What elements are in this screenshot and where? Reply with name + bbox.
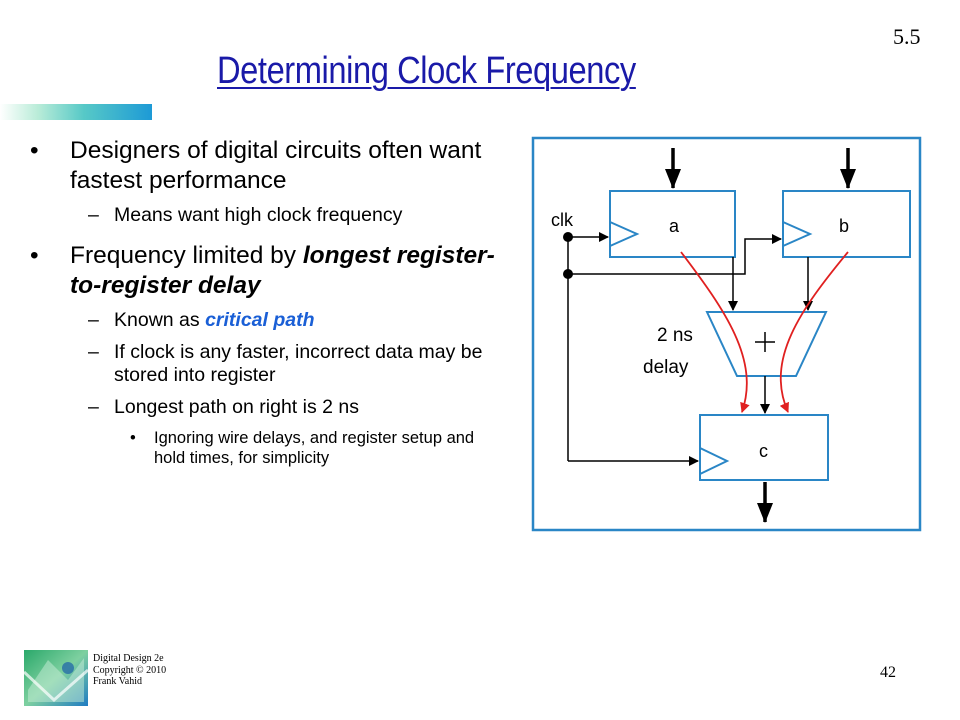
register-c-label: c bbox=[759, 441, 768, 461]
register-a-label: a bbox=[669, 216, 680, 236]
book-cover-logo bbox=[24, 650, 88, 706]
sub-bullet-marker: – bbox=[88, 396, 99, 418]
footer-line: Digital Design 2e bbox=[93, 653, 164, 664]
sub-sub-bullet-text: Ignoring wire delays, and register setup… bbox=[154, 429, 475, 467]
bullet-marker: • bbox=[30, 242, 39, 269]
section-number: 5.5 bbox=[893, 24, 921, 49]
sub-sub-bullet-marker: • bbox=[130, 429, 136, 447]
footer-credits: Digital Design 2e Copyright © 2010 Frank… bbox=[93, 653, 166, 688]
register-a-clock-triangle bbox=[609, 221, 640, 247]
sub-bullet-marker: – bbox=[88, 309, 99, 331]
register-a bbox=[609, 190, 736, 258]
bullet-list: • Designers of digital circuits often wa… bbox=[30, 136, 500, 468]
title-accent-bar bbox=[0, 104, 152, 120]
bullet-text-emphasis: longest register-to-register delay bbox=[70, 242, 495, 299]
bullet-text-prefix: Frequency limited by bbox=[70, 242, 303, 269]
critical-path-a bbox=[680, 251, 750, 413]
sub-bullet-item: – Known as critical path bbox=[30, 309, 500, 332]
critical-path-term: critical path bbox=[205, 309, 315, 331]
bullet-text: Designers of digital circuits often want… bbox=[70, 137, 482, 194]
sub-bullet-item: – Means want high clock frequency bbox=[30, 204, 500, 227]
register-b bbox=[782, 190, 911, 258]
sub-bullet-text: Means want high clock frequency bbox=[114, 204, 403, 226]
delay-label-line1: 2 ns bbox=[657, 325, 693, 346]
clk-label: clk bbox=[551, 210, 574, 230]
sub-bullet-text: If clock is any faster, incorrect data m… bbox=[114, 341, 483, 386]
bullet-item: • Designers of digital circuits often wa… bbox=[30, 136, 500, 196]
clk-to-b-wire bbox=[568, 234, 782, 275]
bullet-item: • Frequency limited by longest register-… bbox=[30, 241, 500, 301]
adder bbox=[705, 311, 828, 377]
sub-bullet-text: Longest path on right is 2 ns bbox=[114, 396, 359, 418]
critical-path-b bbox=[779, 251, 849, 413]
sub-bullet-item: – Longest path on right is 2 ns bbox=[30, 396, 500, 419]
sub-bullet-marker: – bbox=[88, 341, 99, 363]
sub-bullet-item: – If clock is any faster, incorrect data… bbox=[30, 341, 500, 387]
footer-line: Frank Vahid bbox=[93, 676, 142, 687]
diagram-frame bbox=[531, 136, 922, 532]
slide-title: Determining Clock Frequency bbox=[217, 50, 636, 92]
register-b-label: b bbox=[839, 216, 849, 236]
delay-label-line2: delay bbox=[643, 357, 689, 378]
sub-bullet-text-prefix: Known as bbox=[114, 309, 206, 331]
register-c bbox=[699, 414, 829, 481]
sub-bullet-marker: – bbox=[88, 204, 99, 226]
register-b-clock-triangle bbox=[782, 221, 813, 247]
bullet-marker: • bbox=[30, 137, 39, 164]
footer-line: Copyright © 2010 bbox=[93, 664, 167, 676]
sub-sub-bullet-item: • Ignoring wire delays, and register set… bbox=[30, 428, 500, 468]
register-c-clock-triangle bbox=[699, 447, 730, 475]
page-number: 42 bbox=[880, 664, 896, 681]
